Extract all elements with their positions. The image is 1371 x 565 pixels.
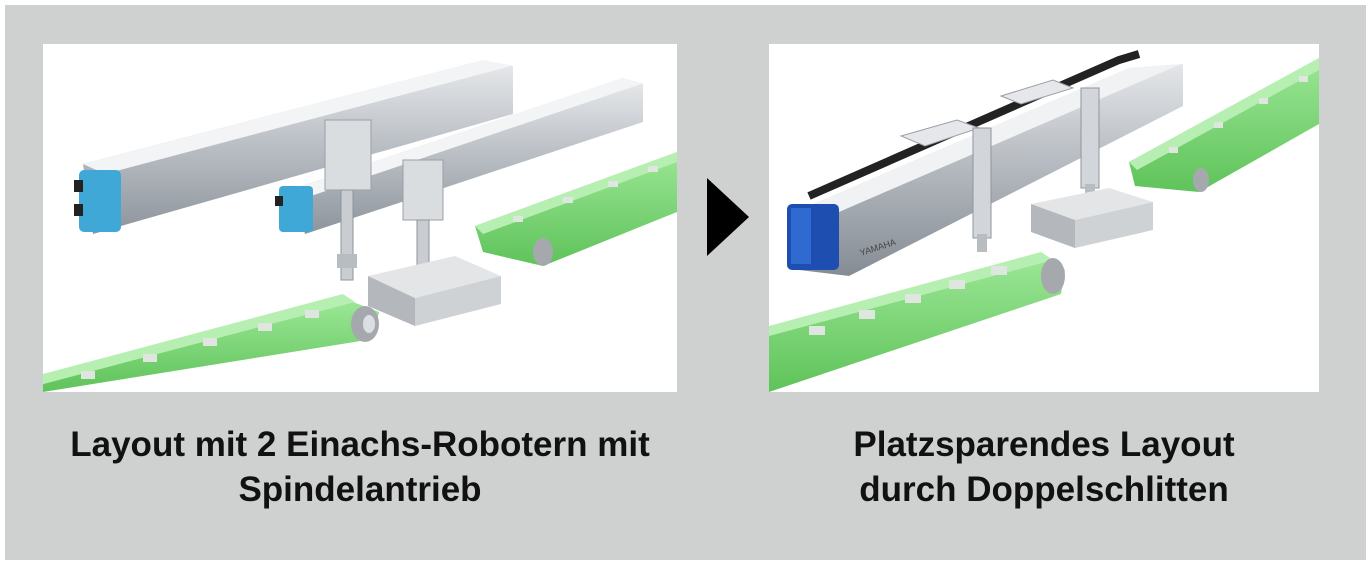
caption-two-robots: Layout mit 2 Einachs-Robotern mit Spinde… — [25, 422, 695, 512]
image-double-carriage-robot: YAMAHA — [769, 44, 1319, 392]
upper-conveyor-belt — [475, 152, 677, 266]
workpiece-block — [368, 256, 501, 326]
two-robots-illustration — [43, 60, 677, 392]
double-carriage-illustration: YAMAHA — [769, 50, 1319, 392]
upper-conveyor-belt — [1129, 58, 1319, 192]
front-robot-rail — [74, 60, 513, 234]
rear-robot-rail — [275, 78, 643, 234]
transition-arrow — [707, 178, 749, 261]
lower-conveyor-belt — [769, 252, 1065, 392]
caption-right-line1: Platzsparendes Layout — [853, 425, 1235, 464]
image-two-single-axis-robots — [43, 44, 677, 392]
carriage-units — [899, 79, 1100, 252]
caption-right-line2: durch Doppelschlitten — [859, 470, 1229, 509]
workpiece-block — [1031, 188, 1153, 248]
caption-left-line2: Spindelantrieb — [238, 470, 482, 509]
lower-conveyor-belt — [43, 294, 379, 392]
caption-left-line1: Layout mit 2 Einachs-Robotern mit — [70, 425, 650, 464]
robot-slider-units — [324, 119, 444, 281]
caption-double-carriage: Platzsparendes Layout durch Doppelschlit… — [748, 422, 1340, 512]
triangle-right-icon — [707, 178, 749, 256]
